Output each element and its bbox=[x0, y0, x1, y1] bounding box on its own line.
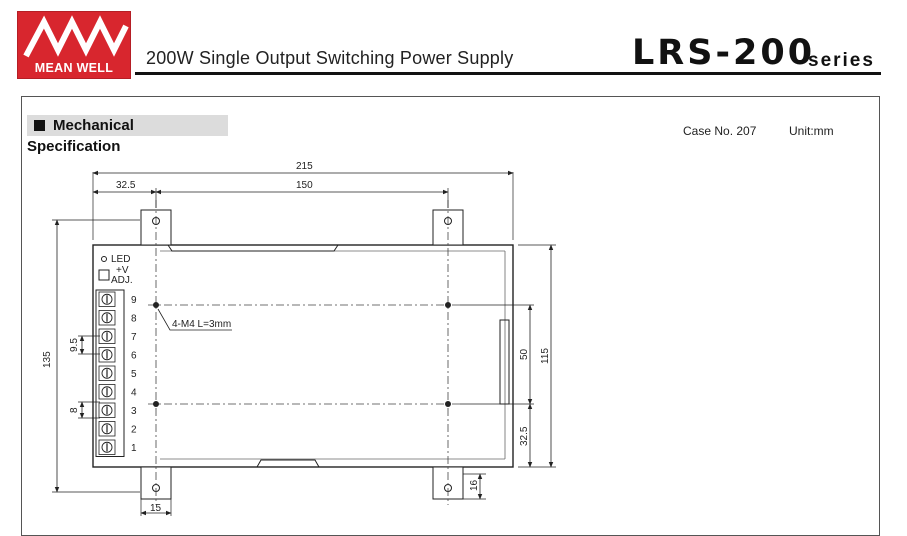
terminal-number: 3 bbox=[131, 406, 137, 417]
screw-holes bbox=[153, 302, 451, 407]
model-name: LRS-200 bbox=[632, 33, 816, 73]
terminal-number: 8 bbox=[131, 313, 137, 324]
section-title-text: Mechanical Specification bbox=[27, 117, 134, 155]
dim-overall-length: 215 bbox=[296, 161, 313, 172]
mean-well-logo: MEAN WELL bbox=[17, 11, 131, 79]
terminal-number: 2 bbox=[131, 424, 137, 435]
terminal-screw-icon bbox=[101, 404, 113, 416]
terminal-number: 6 bbox=[131, 350, 137, 361]
section-title: Mechanical Specification bbox=[27, 115, 228, 155]
terminal-screw-icon bbox=[101, 367, 113, 379]
mount-note: 4-M4 L=3mm bbox=[172, 319, 231, 330]
terminal-number: 7 bbox=[131, 332, 137, 343]
top-notch bbox=[167, 244, 339, 252]
terminal-slot bbox=[98, 347, 116, 363]
center-lines bbox=[148, 200, 460, 505]
dim-bottom-offset: 32.5 bbox=[519, 426, 530, 446]
led-label: LED bbox=[111, 254, 130, 265]
terminal-number: 1 bbox=[131, 443, 137, 454]
dim-tab-width: 15 bbox=[150, 503, 162, 514]
dim-hole-spacing-length: 150 bbox=[296, 180, 313, 191]
dim-terminal-pitch: 9.5 bbox=[69, 338, 80, 352]
dim-tab-depth: 16 bbox=[469, 479, 480, 491]
dim-height-right: 115 bbox=[540, 348, 551, 364]
terminal-slot bbox=[98, 421, 116, 437]
mount-note-leader bbox=[157, 308, 232, 331]
terminal-screw-icon bbox=[101, 293, 113, 305]
header-divider bbox=[135, 72, 881, 75]
led-indicator-icon bbox=[101, 256, 107, 262]
terminal-slot bbox=[98, 402, 116, 418]
adj-label: ADJ. bbox=[111, 275, 133, 286]
series-label: series bbox=[808, 50, 875, 71]
terminal-screw-icon bbox=[101, 330, 113, 342]
terminal-screw-icon bbox=[101, 349, 113, 361]
adj-pot-icon bbox=[98, 269, 110, 281]
terminal-slot bbox=[98, 439, 116, 455]
case-number: Case No. 207 bbox=[683, 124, 757, 138]
mechanical-drawing: 4-M4 L=3mm LED +V ADJ. 9 8 7 6 5 4 3 2 1 215 32.… bbox=[42, 161, 556, 516]
case-outline bbox=[92, 244, 514, 468]
mw-logo-mark bbox=[23, 15, 129, 58]
terminal-block-frame bbox=[95, 289, 125, 457]
terminal-screw-icon bbox=[101, 312, 113, 324]
terminal-slot bbox=[98, 310, 116, 326]
terminal-slot bbox=[98, 365, 116, 381]
terminal-slot bbox=[98, 291, 116, 307]
terminal-screw-icon bbox=[101, 423, 113, 435]
dim-left-offset: 32.5 bbox=[116, 180, 136, 191]
logo-text: MEAN WELL bbox=[34, 61, 114, 75]
bullet-square-icon bbox=[34, 120, 45, 131]
terminal-screw-icon bbox=[101, 441, 113, 453]
dim-hole-spacing-height: 50 bbox=[519, 348, 530, 360]
unit-label: Unit:mm bbox=[789, 124, 834, 138]
right-vent-slot bbox=[499, 319, 510, 405]
dim-overall-height: 135 bbox=[42, 351, 53, 368]
terminal-number: 9 bbox=[131, 295, 137, 306]
terminal-number: 4 bbox=[131, 387, 137, 398]
product-description: 200W Single Output Switching Power Suppl… bbox=[146, 48, 514, 68]
plus-v-label: +V bbox=[116, 265, 129, 276]
terminal-slot bbox=[98, 384, 116, 400]
terminal-number: 5 bbox=[131, 369, 137, 380]
bottom-notch bbox=[256, 459, 320, 468]
dim-terminal-gap: 8 bbox=[69, 407, 80, 413]
terminal-screw-icon bbox=[101, 386, 113, 398]
terminal-block: 9 8 7 6 5 4 3 2 1 bbox=[95, 289, 137, 457]
